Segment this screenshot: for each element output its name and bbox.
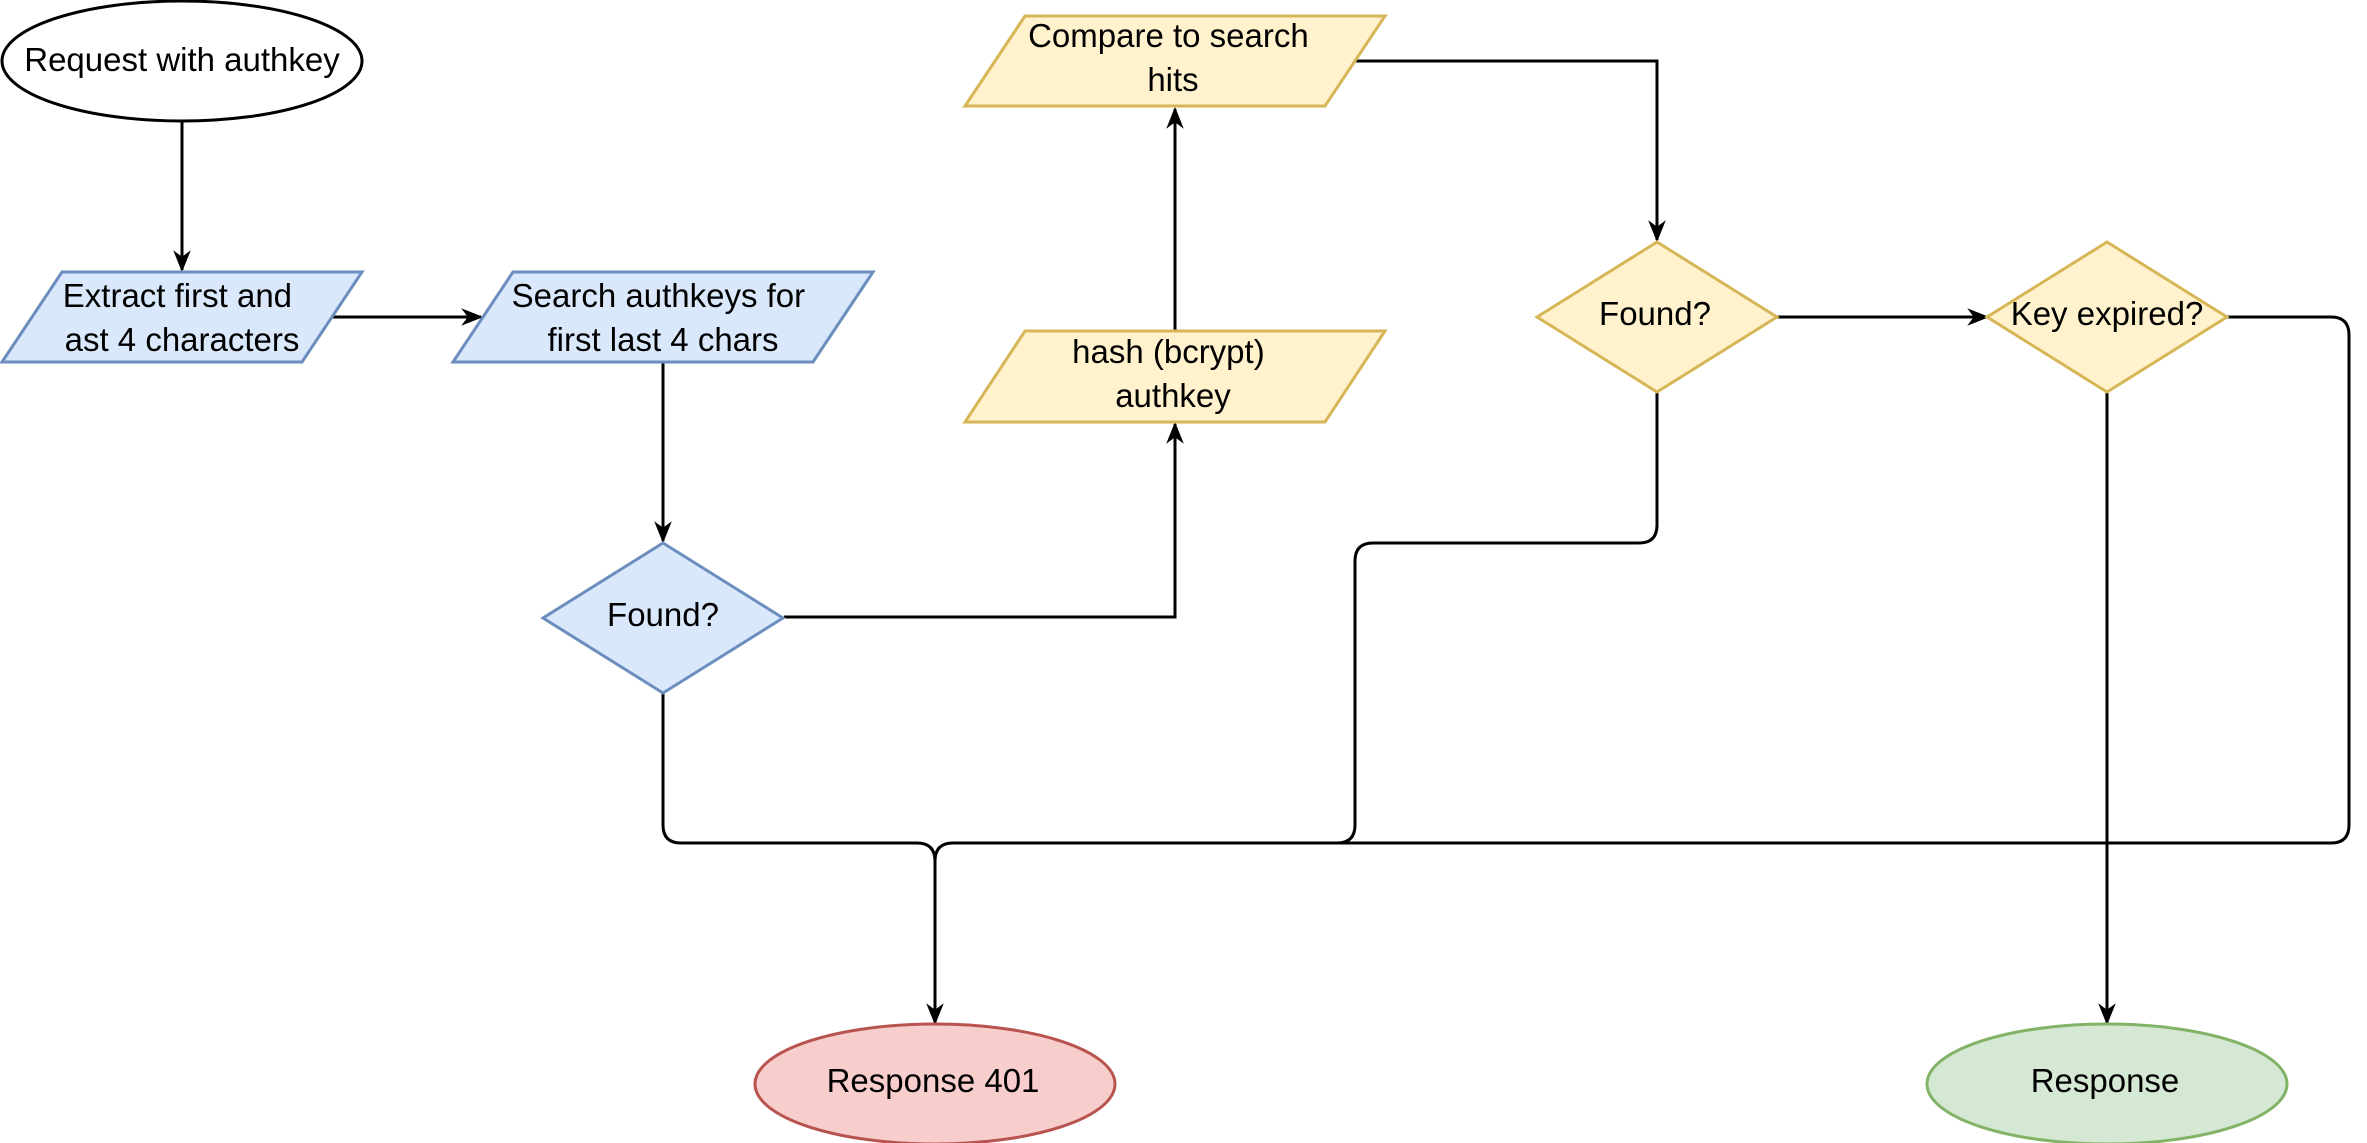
node-found1-label: Found? — [607, 596, 719, 633]
node-expired: Key expired? — [1984, 240, 2230, 394]
node-start-label: Request with authkey — [24, 41, 340, 78]
node-extract-label: Extract first and ast 4 characters — [63, 277, 301, 358]
edges — [173, 59, 2351, 1026]
node-response-401-label: Response 401 — [827, 1062, 1040, 1099]
node-extract: Extract first and ast 4 characters — [0, 270, 365, 364]
node-response-401-shape — [753, 1022, 1117, 1143]
node-expired-label: Key expired? — [2011, 295, 2204, 332]
node-found2-shape — [1534, 240, 1780, 394]
edge-found1-to-hash — [784, 421, 1184, 619]
node-found2: Found? — [1534, 240, 1780, 394]
node-response: Response — [1925, 1022, 2289, 1143]
node-found1-shape — [540, 541, 786, 695]
node-start-shape — [0, 0, 364, 123]
nodes: Request with authkey Extract first and a… — [0, 0, 2289, 1143]
node-start: Request with authkey — [0, 0, 364, 123]
node-compare-label: Compare to search hits — [1028, 17, 1318, 98]
node-extract-shape — [0, 270, 365, 364]
node-compare: Compare to search hits — [962, 14, 1388, 108]
edge-compare-to-found2 — [1355, 59, 1666, 243]
node-found2-label: Found? — [1599, 295, 1711, 332]
node-search-shape — [450, 270, 876, 364]
edge-found1-to-r401 — [661, 693, 944, 1026]
edge-found2-to-r401 — [933, 393, 1659, 862]
node-hash-label: hash (bcrypt) authkey — [1072, 333, 1274, 414]
node-response-401: Response 401 — [753, 1022, 1117, 1143]
node-hash-shape — [962, 329, 1388, 424]
node-search-label: Search authkeys for first last 4 chars — [512, 277, 815, 358]
node-response-shape — [1925, 1022, 2289, 1143]
node-response-label: Response — [2031, 1062, 2180, 1099]
node-expired-shape — [1984, 240, 2230, 394]
node-search: Search authkeys for first last 4 chars — [450, 270, 876, 364]
node-hash: hash (bcrypt) authkey — [962, 329, 1388, 424]
edge-expired-to-r401 — [1337, 315, 2351, 845]
node-found1: Found? — [540, 541, 786, 695]
node-compare-shape — [962, 14, 1388, 108]
